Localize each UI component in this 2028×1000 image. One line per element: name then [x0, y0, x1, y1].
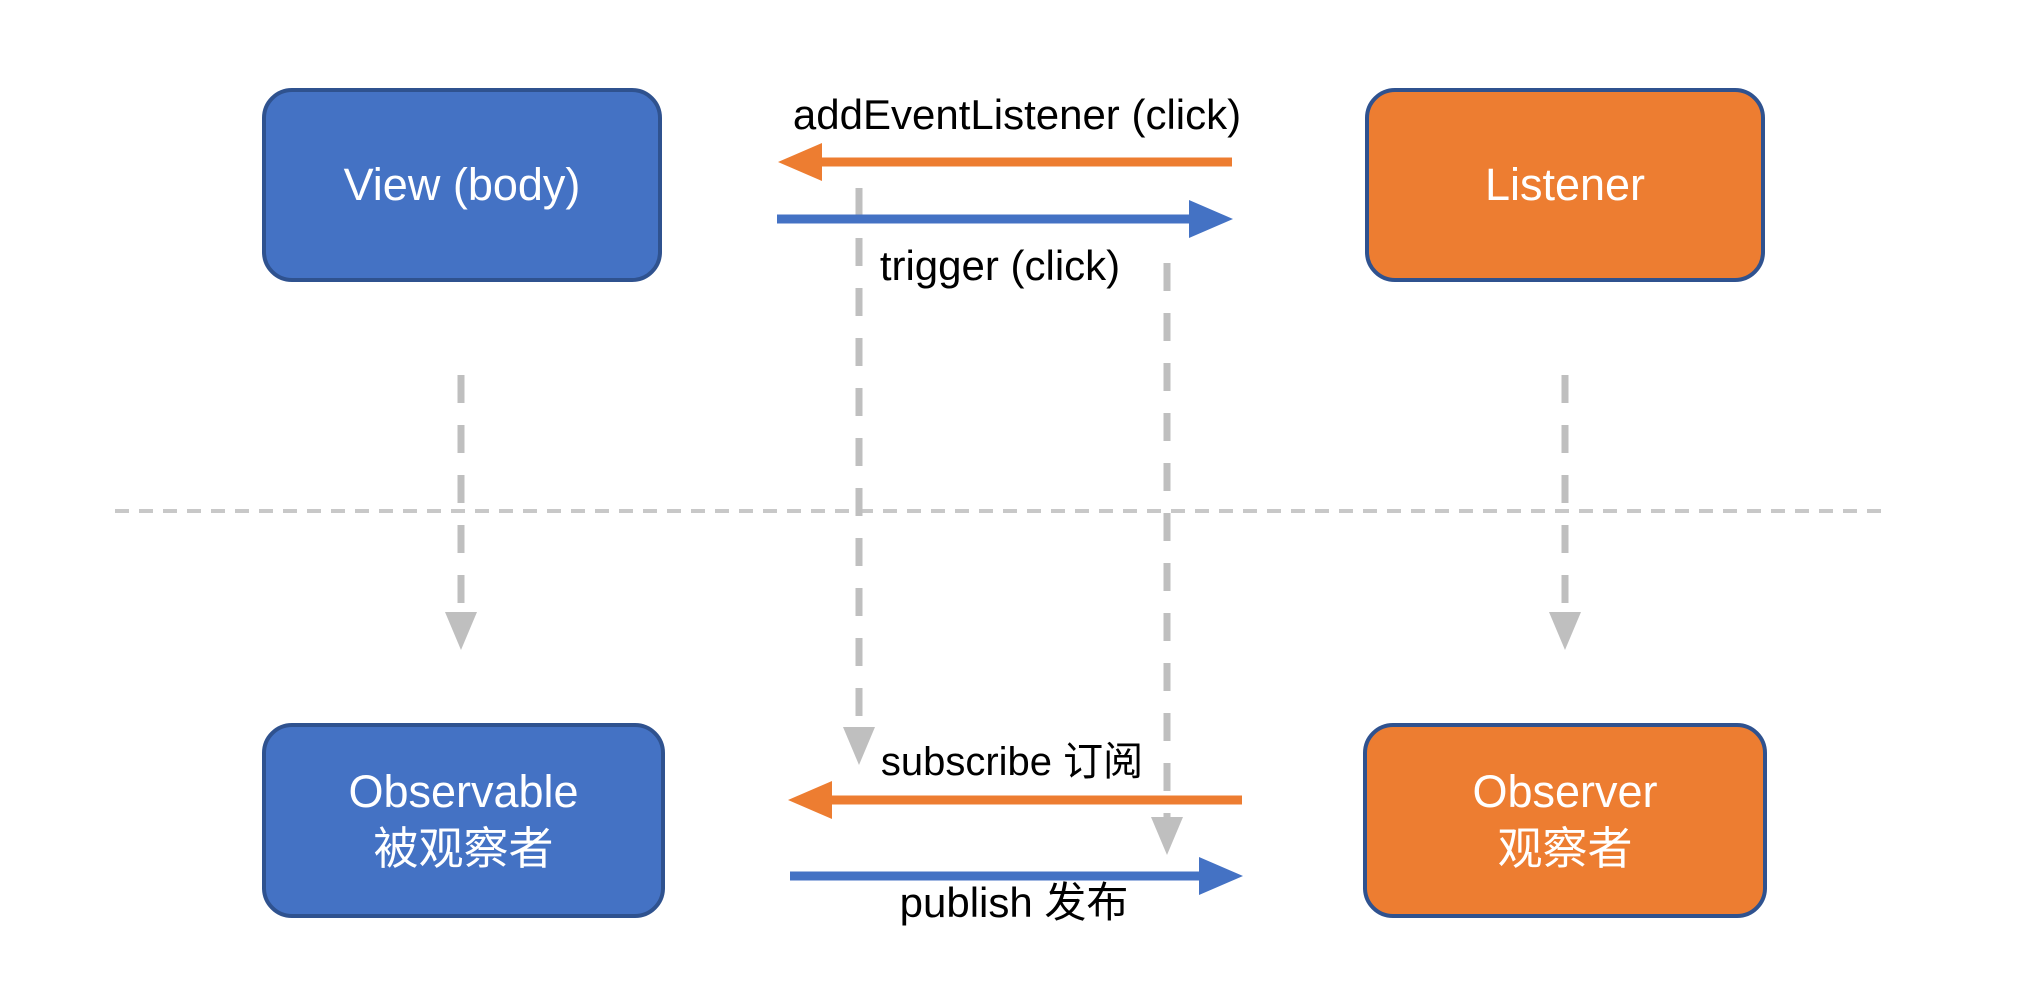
addeventlistener-arrow-label: addEventListener (click): [792, 91, 1242, 138]
listener-box-label: Listener: [1484, 158, 1646, 210]
addeventlistener-arrow: [778, 143, 1232, 181]
subscribe-arrow-label: subscribe 订阅: [880, 740, 1144, 784]
observer-box: Observer 观察者: [1363, 723, 1767, 918]
trigger-arrow: [777, 200, 1233, 238]
publish-arrow-label: publish 发布: [899, 879, 1129, 926]
observer-box-label-zh: 观察者: [1497, 822, 1633, 874]
addeventlistener-to-subscribe-dashed-arrow: [843, 188, 875, 765]
listener-to-observer-dashed-arrow: [1549, 375, 1581, 650]
view-box-label: View (body): [343, 158, 581, 210]
observable-box-label-zh: 被观察者: [373, 822, 554, 874]
observable-box: Observable 被观察者: [262, 723, 665, 918]
listener-box: Listener: [1365, 88, 1765, 282]
subscribe-arrow: [788, 781, 1242, 819]
view-to-observable-dashed-arrow: [445, 375, 477, 650]
trigger-to-publish-dashed-arrow: [1151, 263, 1183, 855]
observer-box-label-en: Observer: [1472, 766, 1658, 818]
observable-box-label-en: Observable: [348, 766, 579, 818]
view-box: View (body): [262, 88, 662, 282]
trigger-arrow-label: trigger (click): [879, 242, 1121, 289]
publish-arrow: [790, 857, 1243, 895]
